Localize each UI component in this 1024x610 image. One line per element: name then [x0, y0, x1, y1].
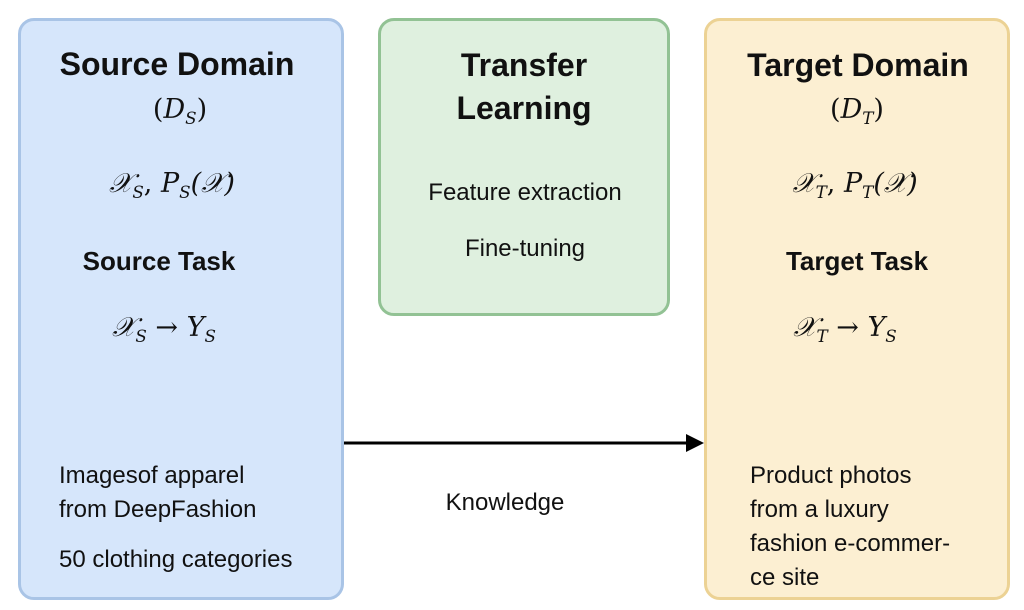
source-task-mapping: 𝒳S → YS — [112, 312, 216, 346]
target-distribution: 𝒳T, PT(𝒳) — [792, 168, 918, 202]
target-description-line4: ce site — [750, 564, 820, 591]
source-description-line1: Imagesof apparel — [59, 462, 245, 489]
knowledge-label: Knowledge — [445, 489, 565, 516]
source-categories: 50 clothing categories — [59, 546, 293, 573]
target-task-mapping: 𝒳T → YS — [793, 312, 897, 346]
target-domain-box — [704, 18, 1010, 600]
source-domain-title: Source Domain — [59, 46, 295, 82]
transfer-learning-box — [378, 18, 670, 316]
transfer-title-line1: Transfer — [460, 47, 588, 83]
source-distribution: 𝒳S, PS(𝒳) — [109, 168, 235, 202]
target-description-line3: fashion e-commer- — [750, 530, 951, 557]
target-domain-title: Target Domain — [747, 47, 969, 83]
transfer-title-line2: Learning — [456, 90, 592, 126]
target-domain-notation: (DT) — [830, 94, 884, 128]
source-domain-box — [18, 18, 344, 600]
source-task-title: Source Task — [82, 246, 236, 276]
target-description-line1: Product photos — [750, 462, 912, 489]
transfer-method-feature-extraction: Feature extraction — [428, 179, 622, 206]
target-task-title: Target Task — [785, 246, 929, 276]
target-description-line2: from a luxury — [750, 496, 889, 523]
transfer-method-fine-tuning: Fine-tuning — [464, 235, 586, 262]
source-domain-notation: (DS) — [152, 94, 208, 128]
source-description-line2: from DeepFashion — [59, 496, 257, 523]
knowledge-arrow-head — [686, 434, 704, 452]
